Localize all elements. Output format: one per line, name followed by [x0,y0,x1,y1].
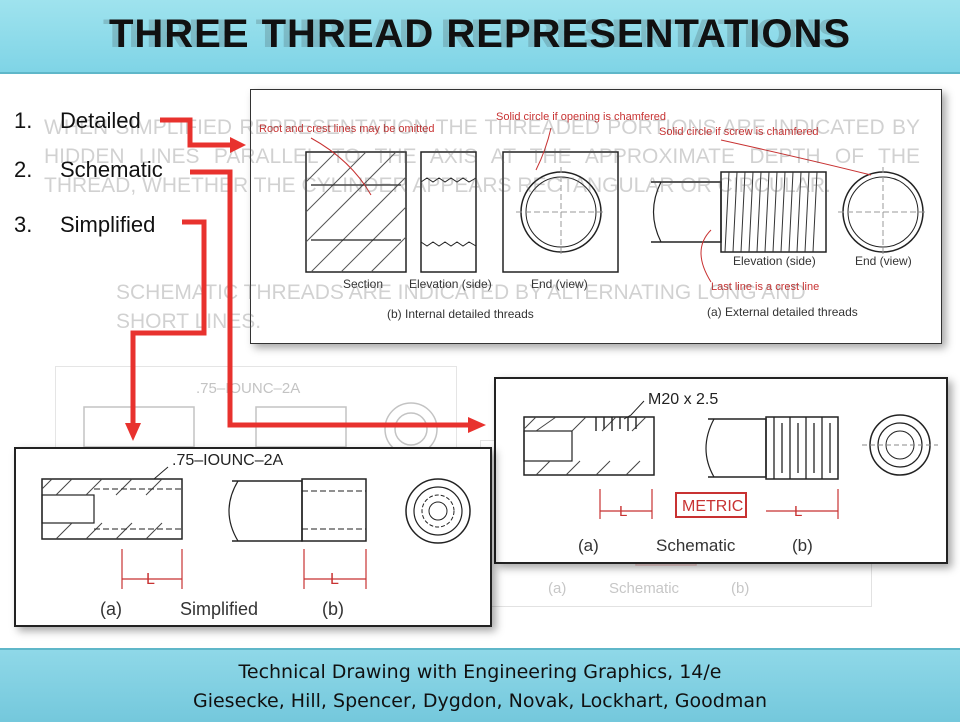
schematic-label-b: (b) [792,536,813,555]
schematic-metric-label: METRIC [682,498,743,515]
internal-end-view [502,151,619,273]
schematic-dim-a: L [619,503,627,520]
title-bar: THREE THREAD REPRESENTATIONS THREE THREA… [0,0,960,74]
caption-external: (a) External detailed threads [707,305,858,319]
faded-label-a: (a) [548,580,566,597]
solid-circle-screw-note: Solid circle if screw is chamfered [659,126,819,138]
ghost-title: THREE THREAD REPRESENTATIONS [102,12,846,56]
schematic-internal-view [523,416,655,476]
faded-callout: .75–IOUNC–2A [196,380,300,397]
faded-label-b: (b) [731,580,749,597]
overlay-paragraph-2: SCHEMATIC THREADS ARE INDICATED BY ALTER… [116,281,806,333]
root-crest-note: Root and crest lines may be omitted [259,123,434,135]
list-label-schematic: Schematic [60,157,163,182]
label-external-end: End (view) [855,254,912,268]
simplified-label-b: (b) [322,599,344,619]
list-item-schematic: 2. Schematic [14,157,163,183]
footer: Technical Drawing with Engineering Graph… [0,648,960,722]
external-end-view [838,167,928,257]
schematic-panel: M20 x 2.5 [494,377,948,564]
schematic-external-view [705,416,839,480]
solid-circle-opening-note: Solid circle if opening is chamfered [496,111,666,123]
footer-line-1: Technical Drawing with Engineering Graph… [238,661,722,683]
list-number: 2. [14,157,33,182]
faded-caption: Schematic [609,580,680,597]
simplified-callout: .75–IOUNC–2A [172,452,283,469]
list-label-simplified: Simplified [60,212,156,237]
list-number: 1. [14,108,33,133]
external-elevation-view [651,171,827,253]
list-number: 3. [14,212,33,237]
label-external-elevation: Elevation (side) [733,254,816,268]
schematic-caption: Schematic [656,536,736,555]
list-label-detailed: Detailed [60,108,141,133]
simplified-dim-a: L [146,571,155,588]
simplified-dim-b: L [330,571,339,588]
arrowhead-schematic [468,417,486,433]
simplified-external-view [228,478,367,542]
label-internal-end: End (view) [531,277,588,291]
schematic-label-a: (a) [578,536,599,555]
last-line-note: Last line is a crest line [711,281,819,293]
schematic-callout: M20 x 2.5 [648,391,718,408]
simplified-label-a: (a) [100,599,122,619]
schematic-end-view [862,414,938,476]
simplified-end-view [405,478,471,544]
simplified-panel: .75–IOUNC–2A [14,447,492,627]
simplified-caption: Simplified [180,599,258,619]
schematic-drawing: M20 x 2.5 [523,391,938,555]
list-item-detailed: 1. Detailed [14,108,141,134]
overlay-paragraph-1: WHEN SIMPLIFIED REPRESENTATION THE THREA… [44,116,920,197]
list-item-simplified: 3. Simplified [14,212,155,238]
schematic-dim-b: L [794,503,802,520]
simplified-internal-view [41,478,183,540]
simplified-drawing: .75–IOUNC–2A [41,452,471,619]
footer-line-2: Giesecke, Hill, Spencer, Dygdon, Novak, … [192,690,768,712]
slide-title: THREE THREAD REPRESENTATIONS [108,12,852,56]
